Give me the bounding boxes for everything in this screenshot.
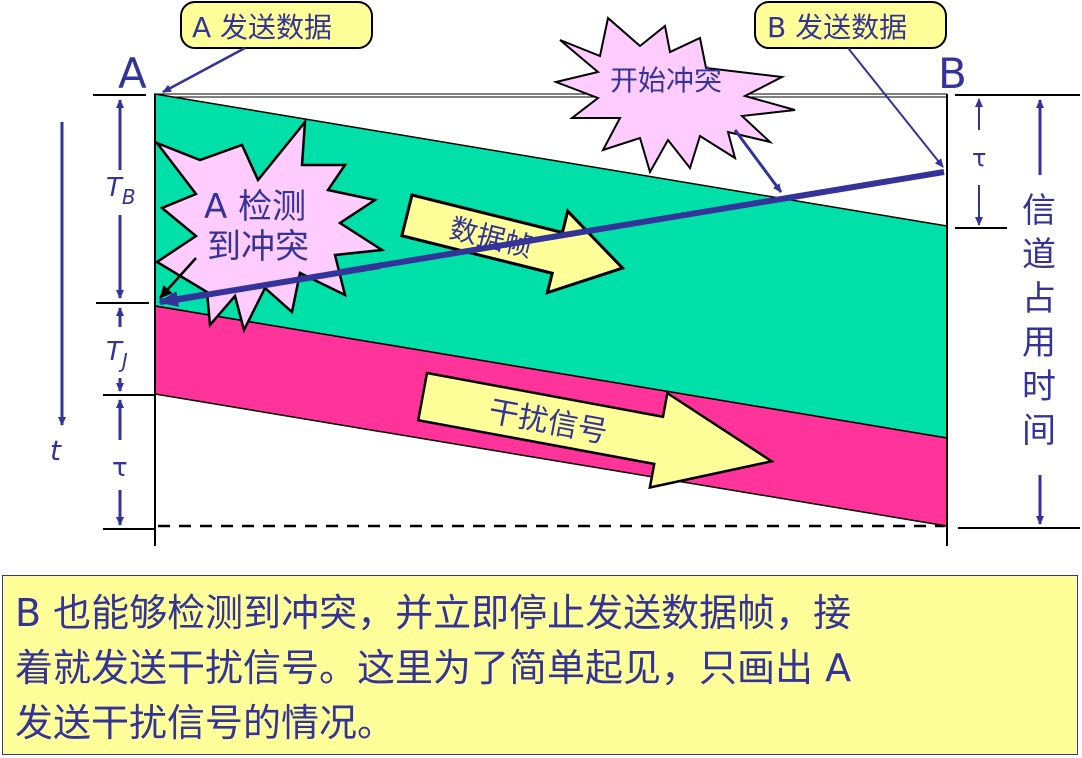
b-send-callout: B 发送数据 xyxy=(754,1,947,168)
a-send-callout: A 发送数据 xyxy=(162,1,373,94)
station-a-label: A xyxy=(118,49,147,98)
left-tau-label: τ xyxy=(112,453,128,483)
svg-text:A 发送数据: A 发送数据 xyxy=(192,11,332,44)
svg-text:B 发送数据: B 发送数据 xyxy=(767,11,907,44)
collision-start-burst: 开始冲突 xyxy=(552,16,796,193)
tb-label: TB xyxy=(106,173,136,209)
station-b-label: B xyxy=(938,49,967,98)
b-signal-path-overlay xyxy=(174,263,381,303)
channel-top-line xyxy=(155,93,947,98)
svg-text:时: 时 xyxy=(1022,367,1056,407)
tj-label: TJ xyxy=(106,337,128,373)
svg-text:用: 用 xyxy=(1022,323,1056,363)
channel-occupancy-label: 信 道 占 用 时 间 xyxy=(1022,191,1056,451)
svg-text:间: 间 xyxy=(1022,411,1056,451)
note-line-2: 着就发送干扰信号。这里为了简单起见，只画出 A xyxy=(15,646,852,690)
note-line-3: 发送干扰信号的情况。 xyxy=(15,701,396,745)
right-ticks xyxy=(955,94,1080,529)
explanation-note: B 也能够检测到冲突，并立即停止发送数据帧，接 着就发送干扰信号。这里为了简单起… xyxy=(2,575,1078,755)
svg-text:道: 道 xyxy=(1022,235,1056,275)
svg-text:到冲突: 到冲突 xyxy=(207,227,309,267)
svg-text:占: 占 xyxy=(1022,279,1056,319)
note-line-1: B 也能够检测到冲突，并立即停止发送数据帧，接 xyxy=(15,591,852,635)
svg-text:A 检测: A 检测 xyxy=(204,187,306,227)
right-tau-label: τ xyxy=(972,144,986,172)
left-ticks xyxy=(93,94,155,530)
time-axis-label: t xyxy=(50,434,62,467)
svg-text:信: 信 xyxy=(1022,191,1056,231)
svg-text:开始冲突: 开始冲突 xyxy=(610,64,722,97)
csma-cd-collision-diagram: t TB TJ τ τ 信 道 占 用 时 间 A B A 发送数据 xyxy=(50,1,1080,546)
